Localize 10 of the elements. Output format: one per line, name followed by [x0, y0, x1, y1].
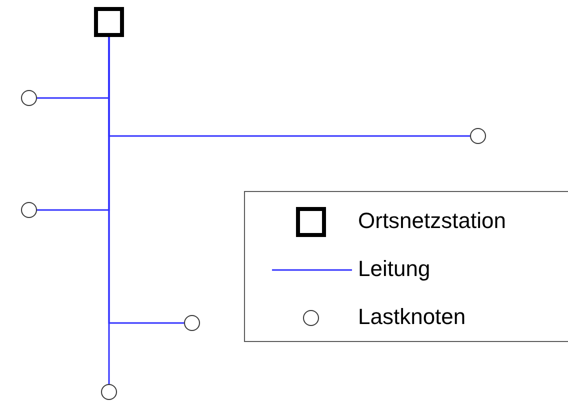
power-line [108, 37, 110, 384]
legend-label: Ortsnetzstation [358, 208, 506, 234]
load-node-circle [21, 90, 37, 106]
legend-label: Leitung [358, 256, 430, 282]
load-node-circle [184, 315, 200, 331]
load-node-circle [21, 202, 37, 218]
load-node-circle [101, 384, 117, 400]
substation-square [94, 7, 124, 37]
load-node-circle [470, 128, 486, 144]
legend-label: Lastknoten [358, 304, 466, 330]
